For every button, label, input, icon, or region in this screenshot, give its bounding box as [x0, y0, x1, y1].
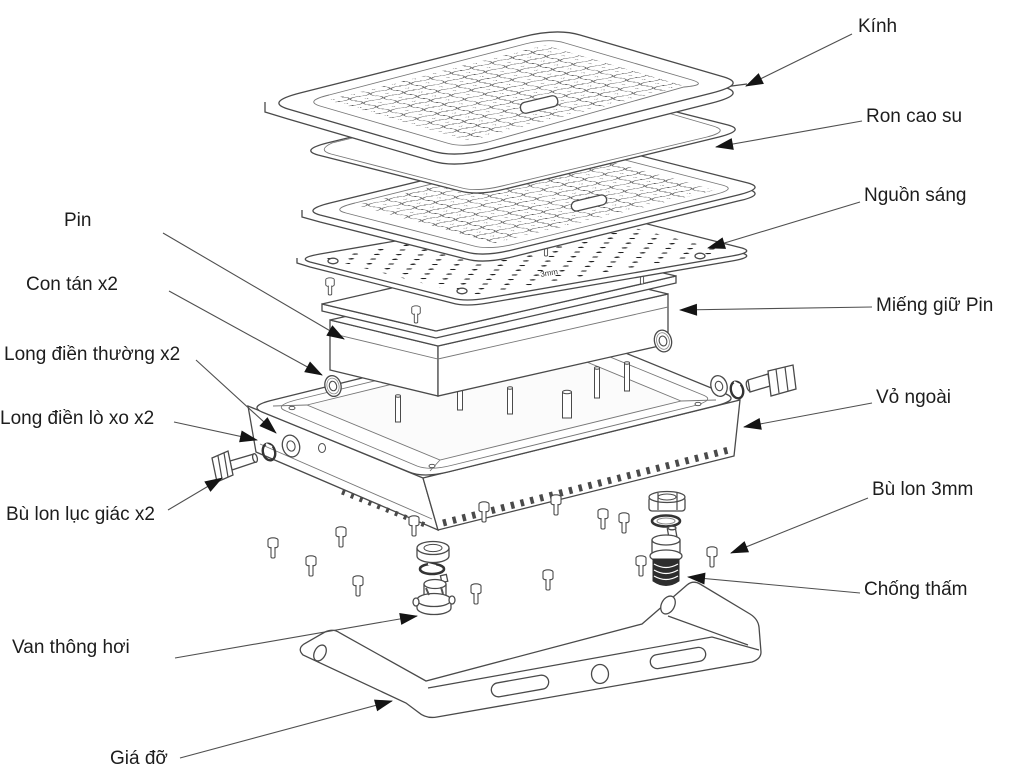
nut-left	[324, 374, 342, 398]
flat-washer-left	[281, 434, 301, 458]
label-bu-lon-luc-giac: Bù lon lục giác x2	[6, 504, 155, 525]
threaded-section	[652, 558, 680, 586]
label-nguon-sang: Nguồn sáng	[864, 185, 967, 206]
led-plate: 3mm	[296, 209, 748, 306]
plate-screw	[325, 277, 335, 296]
o-ring	[650, 514, 682, 528]
leader-ron-cao-su	[715, 120, 863, 150]
bracket-slot	[649, 646, 707, 670]
bracket-center-hole	[590, 663, 610, 685]
leader-gia-do	[179, 699, 393, 759]
leader-bu-lon-luc-giac	[167, 477, 223, 511]
label-mieng-giu-pin: Miếng giữ Pin	[876, 295, 994, 316]
leader-kinh	[745, 33, 853, 87]
screw-3mm	[706, 546, 718, 568]
hex-plug-right	[745, 364, 797, 397]
leader-vo-ngoai	[743, 402, 873, 430]
leader-nguon-sang	[707, 201, 861, 249]
leader-long-dien-lo-xo	[173, 421, 258, 443]
leader-long-dien-thuong	[195, 359, 277, 434]
mounting-bracket	[299, 581, 762, 719]
label-gia-do: Giá đỡ	[110, 748, 168, 769]
side-hole	[318, 443, 326, 453]
bracket-arm-hole	[313, 644, 327, 662]
hex-bolt-left	[211, 450, 259, 483]
label-vo-ngoai: Vỏ ngoài	[876, 387, 952, 408]
label-kinh: Kính	[858, 16, 898, 37]
leader-mieng-giu-pin	[679, 303, 873, 316]
bracket-arm-hole	[660, 595, 676, 615]
label-bu-lon-3mm: Bù lon 3mm	[872, 479, 974, 500]
glass-cover	[264, 31, 748, 165]
label-ron-cao-su: Ron cao su	[866, 106, 963, 127]
nut-right	[653, 329, 673, 353]
lens-badge	[570, 194, 608, 212]
leader-chong-tham	[687, 572, 861, 594]
label-long-dien-lo-xo: Long điền lò xo x2	[0, 408, 155, 429]
label-pin: Pin	[64, 210, 92, 231]
leader-pin	[162, 232, 345, 340]
leader-lines	[162, 33, 873, 759]
bracket-slot	[490, 674, 550, 698]
flat-washer-right	[710, 375, 728, 397]
label-con-tan: Con tán x2	[26, 274, 118, 295]
label-chong-tham: Chống thấm	[864, 579, 968, 600]
leader-bu-lon-3mm	[730, 497, 869, 554]
spring-washer-right	[729, 380, 745, 400]
glass-badge	[519, 95, 559, 114]
label-long-dien-thuong: Long điền thường x2	[4, 344, 181, 365]
spring-washer-left	[261, 442, 277, 462]
label-van-thong-hoi: Van thông hơi	[12, 637, 130, 658]
plate-mark-text: 3mm	[540, 267, 559, 279]
leader-con-tan	[168, 290, 323, 376]
leader-van-thong-hoi	[174, 612, 418, 659]
vent-valve	[412, 540, 456, 616]
cable-gland	[648, 490, 686, 586]
